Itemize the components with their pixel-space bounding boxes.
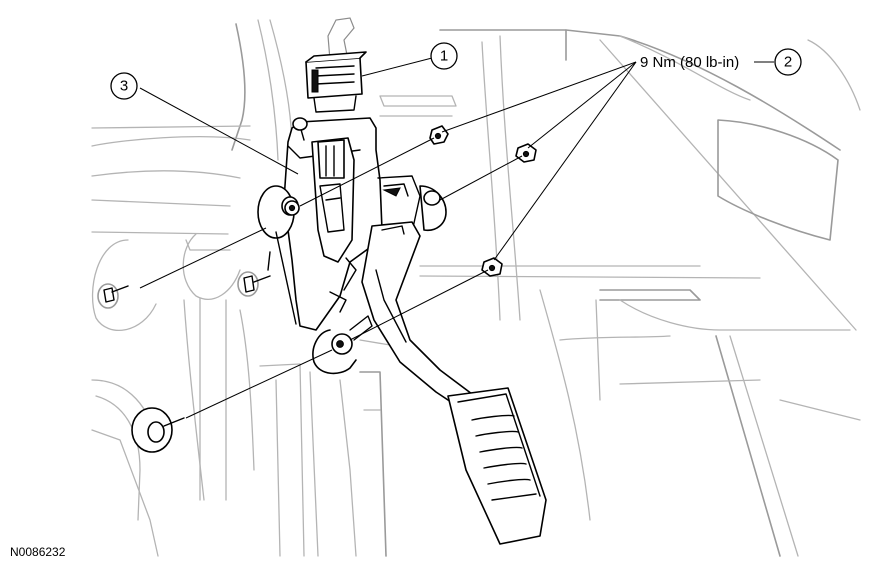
nut-bracket-left [284, 200, 300, 216]
pedal-position-sensor [311, 137, 355, 263]
nut-upper-right [515, 143, 537, 163]
callout-1: 1 [430, 42, 458, 70]
installation-lines [139, 137, 523, 419]
callout-3: 3 [110, 72, 138, 100]
bolt-left-middle [237, 251, 271, 297]
figure-id-label: N0086232 [10, 545, 66, 559]
pedal-pad [447, 387, 547, 545]
electrical-connector [305, 17, 367, 113]
callout-leaders [139, 57, 774, 261]
nut-lower-right [481, 257, 503, 277]
callout-2-label: 2 [784, 54, 792, 71]
callout-3-label: 3 [120, 78, 128, 95]
torque-spec-label: 9 Nm (80 lb-in) [640, 54, 739, 71]
bolt-left-upper [97, 283, 129, 309]
callout-1-label: 1 [440, 48, 448, 65]
pedal-arm [312, 221, 481, 417]
nut-upper-left [429, 125, 449, 145]
bolt-left-lower [131, 407, 185, 453]
background-structure [91, 19, 861, 557]
callout-2: 2 [774, 48, 802, 76]
